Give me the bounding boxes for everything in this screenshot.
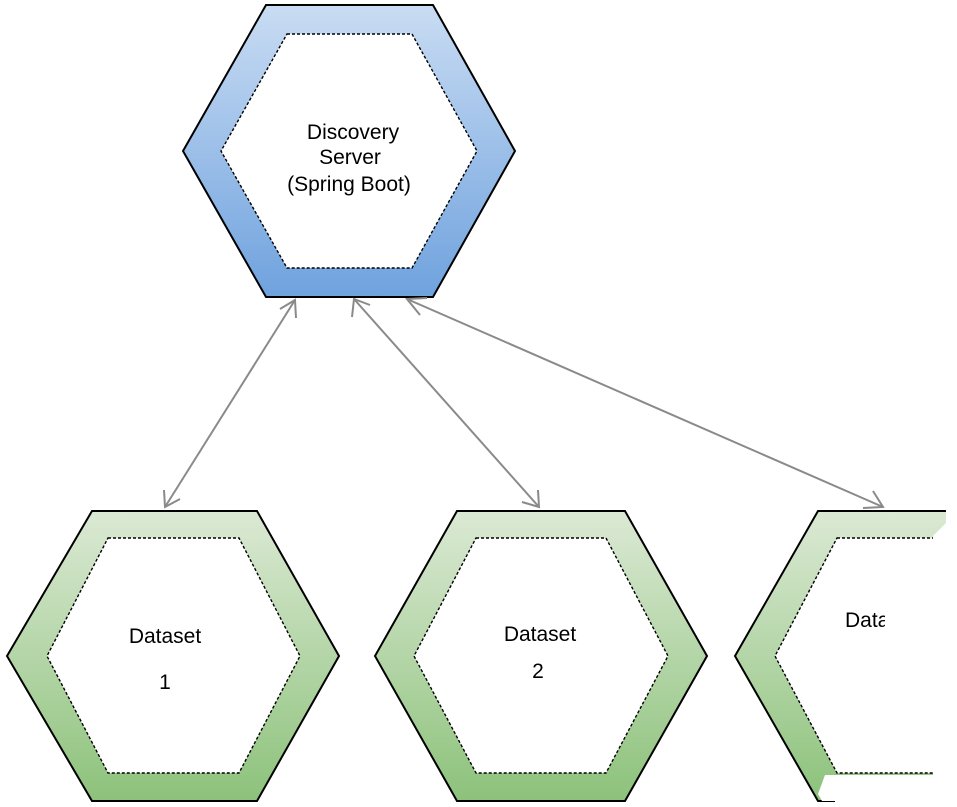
dataset-node-3[interactable]: Data <box>733 510 957 802</box>
connector-server-dataset-1 <box>163 298 297 509</box>
dataset-2-label-line1: Dataset <box>504 623 577 646</box>
discovery-server-label-line1: Discovery <box>307 121 400 144</box>
dataset-1-label-line1: Dataset <box>129 625 202 648</box>
arrowhead-icon <box>404 297 428 316</box>
arrowhead-icon <box>279 298 297 319</box>
arrowhead-icon <box>521 489 541 509</box>
dataset-1-hexagon-inner <box>46 537 301 774</box>
dataset-1-label-line2: 1 <box>159 671 171 694</box>
crop-mask <box>946 506 957 807</box>
connector-server-dataset-3 <box>404 297 885 509</box>
crop-mask <box>885 612 946 640</box>
connector-server-dataset-2 <box>351 297 541 509</box>
dataset-3-hexagon-inner <box>774 537 946 774</box>
discovery-server-node[interactable]: Discovery Server (Spring Boot) <box>181 4 517 298</box>
dataset-node-1[interactable]: Dataset 1 <box>5 510 341 802</box>
crop-mask <box>818 775 835 801</box>
dataset-3-label-line1: Data <box>845 609 890 632</box>
dataset-2-hexagon-inner <box>413 537 669 774</box>
crop-mask <box>835 523 946 807</box>
dataset-node-2[interactable]: Dataset 2 <box>373 510 709 802</box>
dataset-2-label-line2: 2 <box>532 660 544 683</box>
discovery-server-hexagon-inner <box>220 33 478 269</box>
arrowhead-icon <box>351 297 371 318</box>
arrowhead-icon <box>862 490 885 509</box>
discovery-server-label-line3: (Spring Boot) <box>287 173 411 196</box>
arrowhead-icon <box>163 489 181 509</box>
discovery-server-label-line2: Server <box>319 146 381 169</box>
